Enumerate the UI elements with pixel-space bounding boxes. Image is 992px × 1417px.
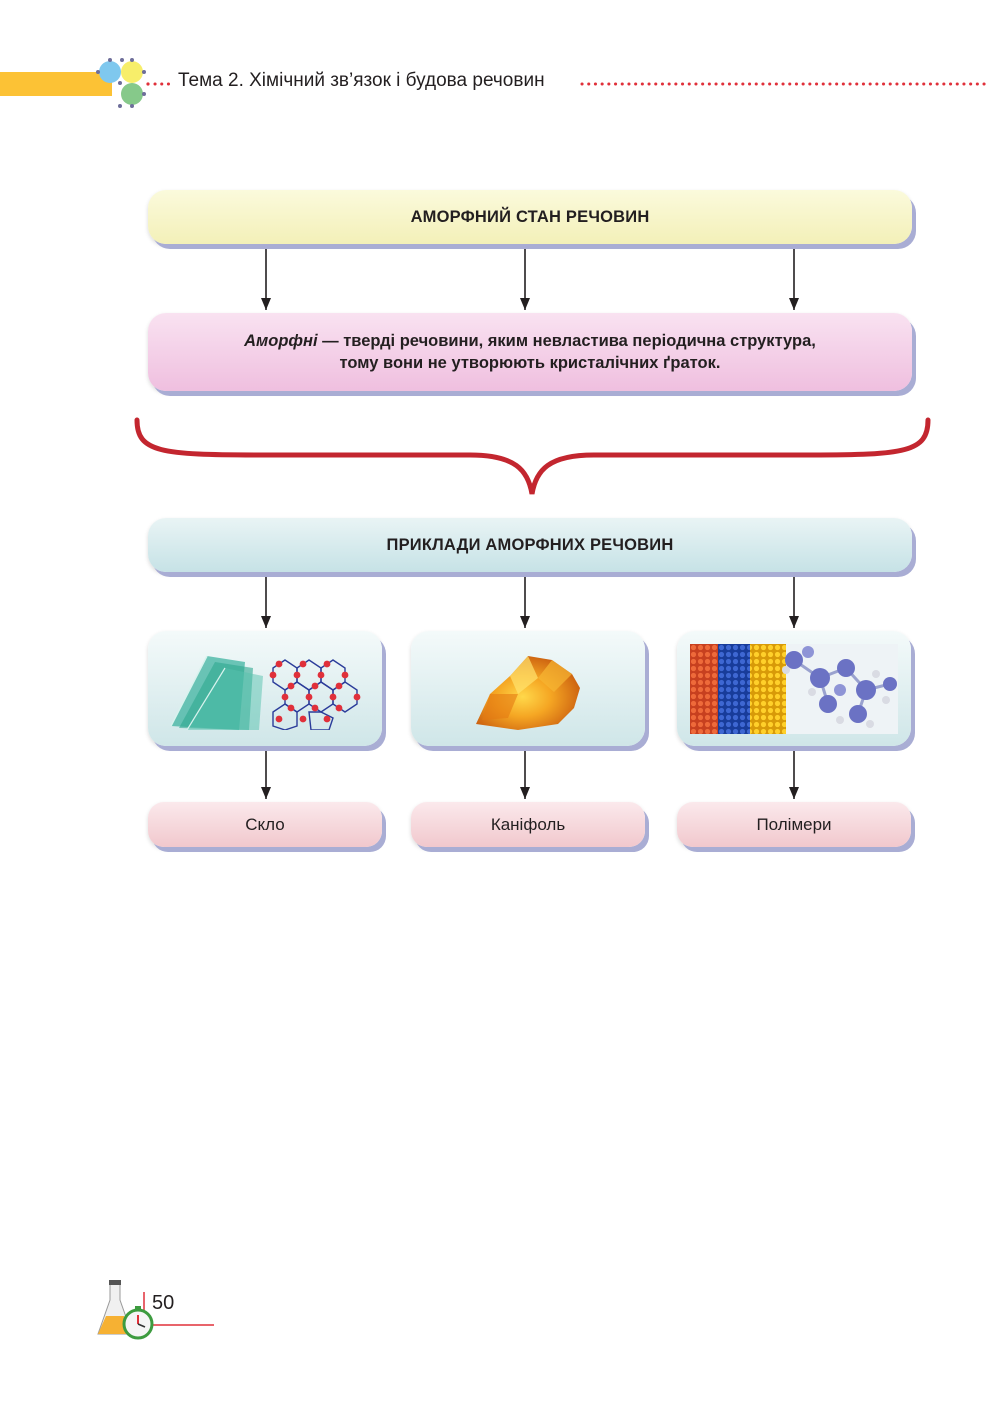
header-accent-bar — [0, 72, 112, 96]
label-rosin: Каніфоль — [411, 802, 645, 847]
header-dotted-line — [580, 82, 992, 86]
polymer-granules-and-molecule-icon — [690, 643, 898, 734]
molecule-logo-icon — [96, 58, 150, 108]
glass-sheets-and-network-icon — [170, 655, 361, 730]
rosin-lump-icon — [476, 655, 580, 730]
label-polymers-text: Полімери — [756, 814, 832, 834]
glass-image-box — [148, 631, 382, 746]
definition-line1: — тверді речовини, яким невластива періо… — [317, 332, 816, 350]
page-number: 50 — [152, 1292, 175, 1314]
definition-term: Аморфні — [244, 332, 318, 350]
amorphous-state-title-box: АМОРФНИЙ СТАН РЕЧОВИН — [148, 190, 912, 244]
curly-brace — [134, 417, 931, 495]
header-title: Тема 2. Хімічний зв’язок і будова речови… — [178, 70, 545, 91]
label-polymers: Полімери — [677, 802, 911, 847]
label-glass-text: Скло — [245, 814, 285, 834]
polymers-image-box — [677, 631, 911, 746]
definition-box: Аморфні — тверді речовини, яким невласти… — [148, 313, 912, 391]
examples-title-box: ПРИКЛАДИ АМОРФНИХ РЕЧОВИН — [148, 518, 912, 572]
examples-title: ПРИКЛАДИ АМОРФНИХ РЕЧОВИН — [386, 535, 674, 554]
label-glass: Скло — [148, 802, 382, 847]
header-dots-left — [153, 82, 177, 86]
definition-text: Аморфні — тверді речовини, яким невласти… — [244, 330, 816, 374]
label-rosin-text: Каніфоль — [490, 814, 566, 834]
flask-stopwatch-icon — [97, 1280, 214, 1340]
definition-line2: тому вони не утворюють кристалічних ґрат… — [339, 354, 721, 372]
rosin-image-box — [411, 631, 645, 746]
amorphous-state-title: АМОРФНИЙ СТАН РЕЧОВИН — [410, 207, 650, 226]
